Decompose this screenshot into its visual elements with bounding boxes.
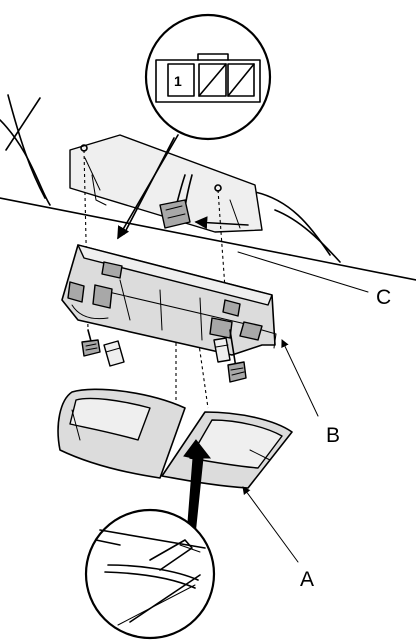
leader-c	[237, 251, 369, 293]
callout-c: C	[376, 286, 391, 309]
callout-a: A	[300, 568, 314, 591]
leader-a	[242, 486, 299, 563]
lens-left	[57, 388, 186, 479]
roof-mounting-bracket	[69, 134, 263, 233]
insertion-arrow	[183, 439, 212, 536]
bulb-left	[103, 340, 125, 367]
callout-b: B	[326, 424, 340, 447]
wire-harness	[159, 174, 193, 229]
leader-b	[281, 339, 319, 417]
map-light-housing	[61, 244, 277, 356]
connector-detail-circle: 1	[144, 13, 272, 141]
callout-leaders	[237, 251, 369, 563]
clip-detail-circle	[84, 508, 216, 640]
bulb-right	[213, 337, 231, 363]
mounting-screw-left	[81, 329, 101, 357]
mounting-screw-right	[227, 329, 247, 383]
connector-leader-arrows	[117, 134, 249, 240]
roof-headliner	[0, 94, 416, 281]
connector-pin-number: 1	[174, 73, 182, 89]
lens-right	[161, 411, 293, 489]
